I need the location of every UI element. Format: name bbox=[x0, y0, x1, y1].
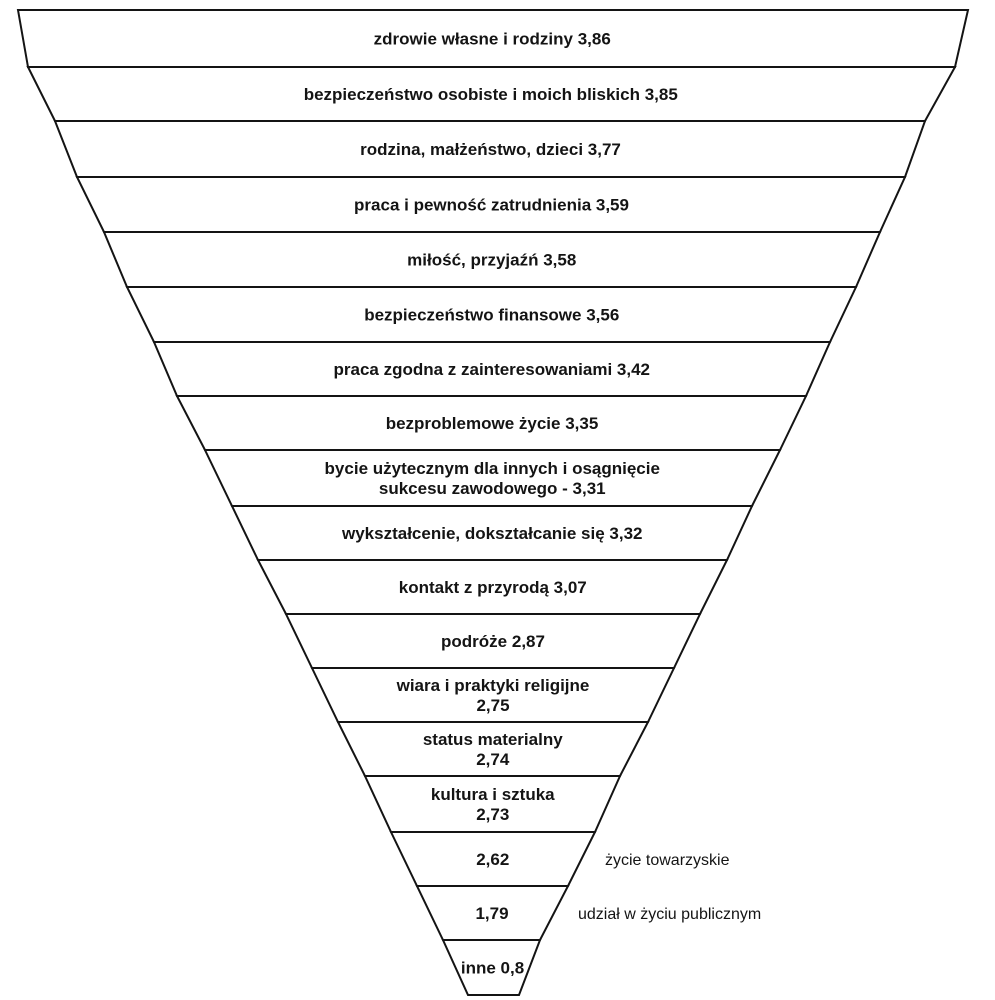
funnel-band: bezpieczeństwo finansowe 3,56 bbox=[125, 286, 858, 343]
funnel-band: praca i pewność zatrudnienia 3,59 bbox=[75, 176, 907, 233]
funnel-bands: zdrowie własne i rodziny 3,86 bezpieczeńs… bbox=[16, 9, 970, 996]
funnel-band-shape bbox=[441, 939, 542, 996]
funnel-band-label: bezpieczeństwo finansowe 3,56 bbox=[364, 305, 619, 324]
funnel-band-label: wykształcenie, dokształcanie się 3,32 bbox=[341, 524, 643, 543]
funnel-band: bycie użytecznym dla innych i osągnięcie… bbox=[203, 449, 782, 507]
funnel-band-label: podróże 2,87 bbox=[441, 632, 545, 651]
funnel-band-label: bezpieczeństwo osobiste i moich bliskich… bbox=[304, 85, 678, 104]
funnel-band-label: 2,73 bbox=[476, 805, 509, 824]
funnel-band-label: kultura i sztuka bbox=[431, 785, 555, 804]
funnel-side-label: życie towarzyskie bbox=[605, 852, 730, 869]
funnel-band-label: kontakt z przyrodą 3,07 bbox=[399, 578, 587, 597]
funnel-band-label: praca i pewność zatrudnienia 3,59 bbox=[354, 195, 629, 214]
funnel-band-label: praca zgodna z zainteresowaniami 3,42 bbox=[333, 360, 650, 379]
funnel-band: podróże 2,87 bbox=[284, 613, 702, 669]
funnel-side-label: udział w życiu publicznym bbox=[578, 906, 761, 923]
funnel-band-label: sukcesu zawodowego - 3,31 bbox=[379, 479, 606, 498]
funnel-band: wykształcenie, dokształcanie się 3,32 bbox=[230, 505, 754, 561]
funnel-band-label: miłość, przyjaźń 3,58 bbox=[407, 250, 576, 269]
funnel-band: inne 0,8 bbox=[441, 939, 542, 996]
funnel-band: zdrowie własne i rodziny 3,86 bbox=[16, 9, 970, 68]
funnel-band: praca zgodna z zainteresowaniami 3,42 bbox=[152, 341, 832, 397]
funnel-band-label: wiara i praktyki religijne bbox=[396, 676, 590, 695]
funnel-band-label: inne 0,8 bbox=[461, 958, 524, 977]
funnel-band-label: 2,74 bbox=[476, 750, 510, 769]
funnel-band-label: bycie użytecznym dla innych i osągnięcie bbox=[325, 459, 660, 478]
funnel-band: 1,79 udział w życiu publicznym bbox=[415, 885, 761, 941]
funnel-band-label: zdrowie własne i rodziny 3,86 bbox=[374, 29, 611, 48]
funnel-band: bezpieczeństwo osobiste i moich bliskich… bbox=[26, 66, 957, 122]
funnel-band-label: bezproblemowe życie 3,35 bbox=[386, 414, 599, 433]
funnel-band-label: 2,75 bbox=[476, 696, 509, 715]
funnel-band: bezproblemowe życie 3,35 bbox=[175, 395, 808, 451]
funnel-band-label: 1,79 bbox=[475, 904, 508, 923]
funnel-band: rodzina, małżeństwo, dzieci 3,77 bbox=[53, 120, 927, 178]
funnel-band: miłość, przyjaźń 3,58 bbox=[102, 231, 882, 288]
funnel-band-label: 2,62 bbox=[476, 850, 509, 869]
funnel-band: kontakt z przyrodą 3,07 bbox=[256, 559, 729, 615]
funnel-band-label: status materialny bbox=[423, 730, 563, 749]
funnel-band: 2,62 życie towarzyskie bbox=[389, 831, 730, 887]
funnel-band-label: rodzina, małżeństwo, dzieci 3,77 bbox=[360, 140, 621, 159]
